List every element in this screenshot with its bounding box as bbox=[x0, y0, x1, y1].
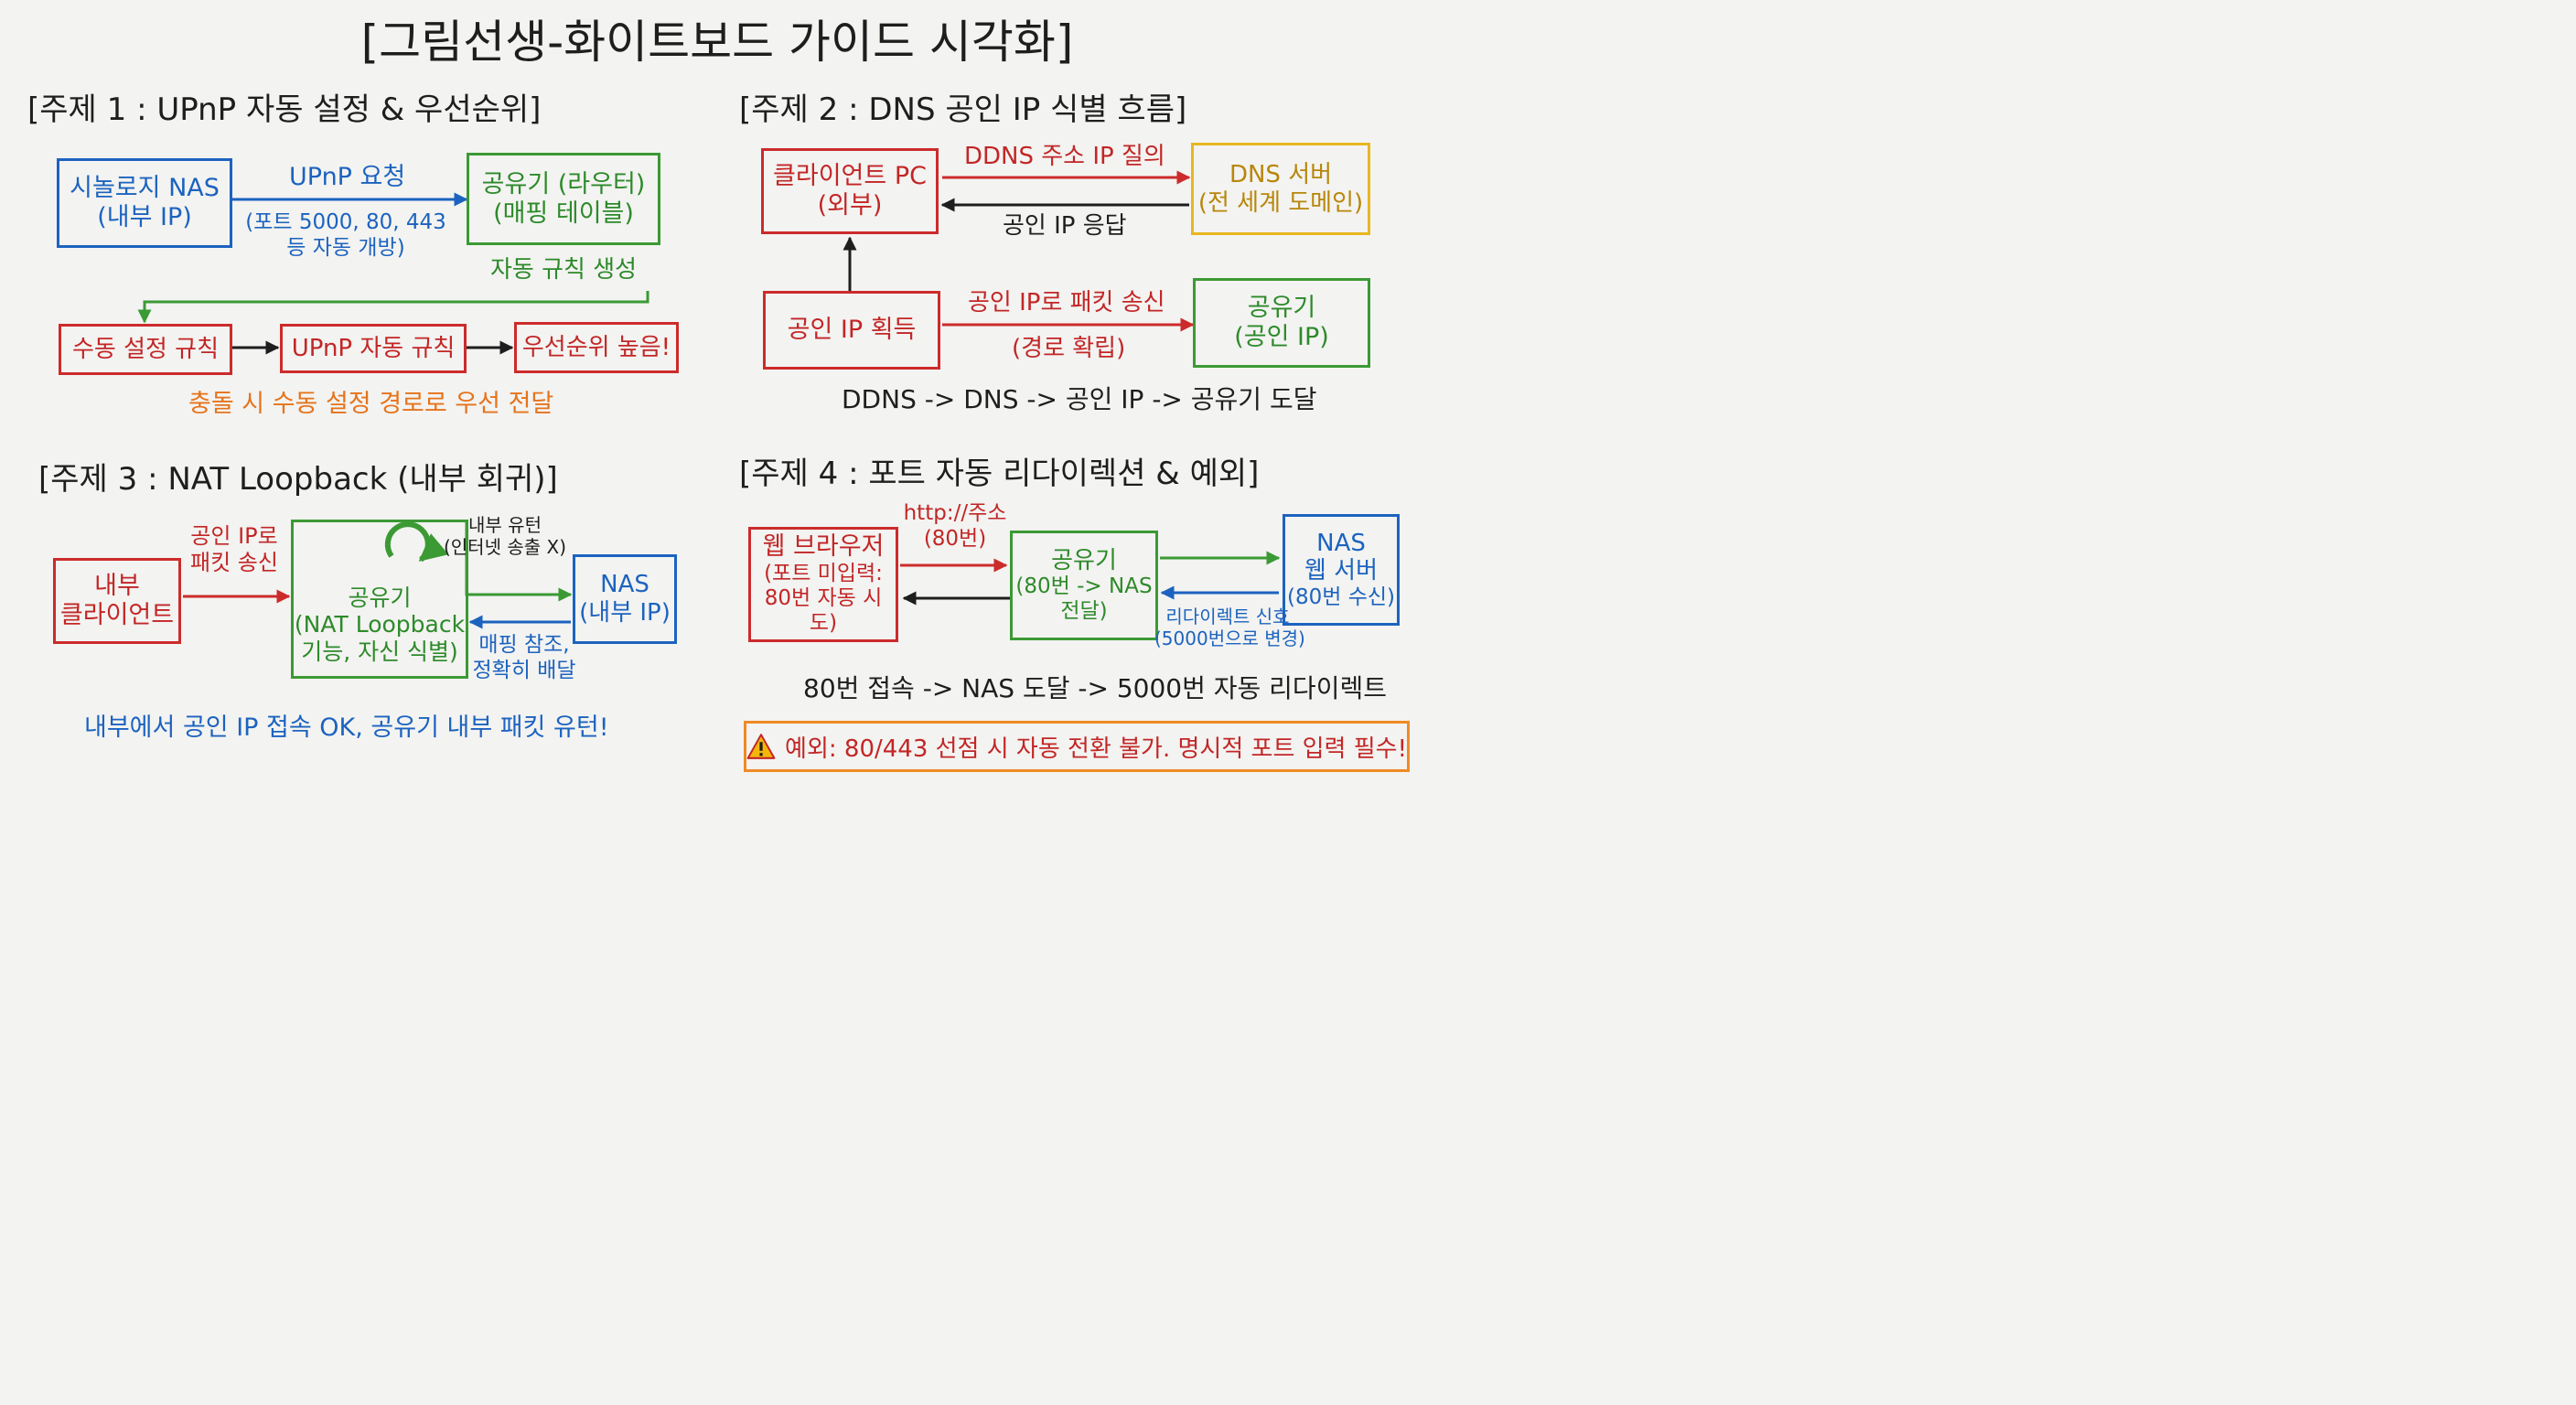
nas-ip: (내부 IP) bbox=[97, 203, 192, 231]
nat-router-desc1: (NAT Loopback bbox=[294, 611, 466, 638]
t3-nas-name: NAS bbox=[600, 571, 649, 599]
router-name: 공유기 (라우터) bbox=[481, 169, 646, 198]
topic2-flow: DDNS -> DNS -> 공인 IP -> 공유기 도달 bbox=[842, 384, 1317, 414]
dns-server-name: DNS 서버 bbox=[1229, 160, 1333, 188]
web-browser-note1: (포트 미입력: bbox=[764, 562, 883, 586]
warning-icon bbox=[746, 734, 776, 759]
dns-server-box: DNS 서버 (전 세계 도메인) bbox=[1191, 143, 1370, 235]
auto-rule-label: 자동 규칙 생성 bbox=[490, 256, 638, 284]
exception-warning-text: 예외: 80/443 선점 시 자동 전환 불가. 명시적 포트 입력 필수! bbox=[785, 735, 1407, 763]
uturn-label: 내부 유턴 (인터넷 송출 X) bbox=[443, 514, 567, 558]
topic4-heading: [주제 4 : 포트 자동 리다이렉션 & 예외] bbox=[739, 456, 1260, 492]
dns-server-scope: (전 세계 도메인) bbox=[1197, 188, 1364, 217]
redirect-label: 리다이렉트 신호 (5000번으로 변경) bbox=[1154, 606, 1305, 649]
arrow-auto-rule bbox=[137, 291, 649, 324]
topic1-heading: [주제 1 : UPnP 자동 설정 & 우선순위] bbox=[27, 91, 542, 128]
exception-warning-banner: 예외: 80/443 선점 시 자동 전환 불가. 명시적 포트 입력 필수! bbox=[744, 721, 1410, 772]
send-packet-label: 공인 IP로 패킷 송신 bbox=[968, 289, 1165, 316]
client-pc-name: 클라이언트 PC bbox=[773, 162, 927, 191]
router-table: (매핑 테이블) bbox=[493, 198, 634, 228]
topic2-heading: [주제 2 : DNS 공인 IP 식별 흐름] bbox=[739, 91, 1187, 128]
internal-client-line1: 내부 bbox=[94, 572, 140, 601]
topic3-note: 내부에서 공인 IP 접속 OK, 공유기 내부 패킷 유턴! bbox=[84, 713, 609, 742]
route-label: (경로 확립) bbox=[1012, 335, 1126, 362]
dns-response-label: 공인 IP 응답 bbox=[1003, 212, 1127, 240]
nat-router-desc2: 기능, 자신 식별) bbox=[301, 638, 458, 665]
web-browser-box: 웹 브라우저 (포트 미입력: 80번 자동 시도) bbox=[748, 527, 898, 642]
manual-rule-box: 수동 설정 규칙 bbox=[59, 324, 232, 375]
nas-web-server-line3: (80번 수신) bbox=[1286, 585, 1395, 610]
topic4-flow: 80번 접속 -> NAS 도달 -> 5000번 자동 리다이렉트 bbox=[803, 673, 1387, 703]
router-box: 공유기 (라우터) (매핑 테이블) bbox=[467, 153, 660, 245]
nas-web-server-box: NAS 웹 서버 (80번 수신) bbox=[1283, 514, 1400, 626]
loopback-icon bbox=[384, 521, 449, 563]
priority-box: 우선순위 높음! bbox=[514, 322, 679, 373]
mapping-label: 매핑 참조, 정확히 배달 bbox=[472, 633, 576, 682]
web-browser-note2: 80번 자동 시도) bbox=[764, 586, 883, 636]
t4-router-box: 공유기 (80번 -> NAS 전달) bbox=[1010, 531, 1158, 640]
t3-nas-ip: (내부 IP) bbox=[579, 599, 671, 627]
internal-client-line2: 클라이언트 bbox=[59, 601, 175, 629]
nas-name: 시놀로지 NAS bbox=[70, 174, 220, 203]
nat-router-box: 공유기 (NAT Loopback 기능, 자신 식별) bbox=[291, 520, 468, 679]
t4-router-desc2: 전달) bbox=[1060, 599, 1108, 624]
upnp-rule-box: UPnP 자동 규칙 bbox=[280, 324, 467, 373]
router-public-name: 공유기 bbox=[1247, 294, 1316, 323]
dns-query-label: DDNS 주소 IP 질의 bbox=[964, 143, 1165, 170]
nas-web-server-line1: NAS bbox=[1316, 529, 1366, 557]
t3-nas-box: NAS (내부 IP) bbox=[573, 554, 677, 644]
topic1-note: 충돌 시 수동 설정 경로로 우선 전달 bbox=[188, 390, 554, 418]
page-title: [그림선생-화이트보드 가이드 시각화] bbox=[360, 16, 1074, 69]
client-pc-location: (외부) bbox=[817, 191, 883, 220]
nas-web-server-line2: 웹 서버 bbox=[1304, 557, 1379, 585]
upnp-request-label: UPnP 요청 bbox=[289, 163, 406, 191]
client-pc-box: 클라이언트 PC (외부) bbox=[761, 148, 939, 234]
ports-label: (포트 5000, 80, 443 등 자동 개방) bbox=[245, 210, 446, 260]
router-public-box: 공유기 (공인 IP) bbox=[1193, 278, 1370, 368]
web-browser-name: 웹 브라우저 bbox=[762, 532, 885, 562]
acquire-ip-box: 공인 IP 획득 bbox=[763, 291, 940, 370]
topic3-heading: [주제 3 : NAT Loopback (내부 회귀)] bbox=[38, 461, 558, 498]
t3-send-label: 공인 IP로 패킷 송신 bbox=[190, 523, 278, 575]
t4-router-desc1: (80번 -> NAS bbox=[1015, 574, 1153, 599]
t4-router-name: 공유기 bbox=[1051, 546, 1117, 574]
router-public-ip: (공인 IP) bbox=[1234, 323, 1329, 351]
nat-router-name: 공유기 bbox=[348, 584, 412, 611]
synology-nas-box: 시놀로지 NAS (내부 IP) bbox=[57, 158, 232, 248]
http-label: http://주소 (80번) bbox=[903, 501, 1007, 551]
internal-client-box: 내부 클라이언트 bbox=[53, 558, 181, 644]
